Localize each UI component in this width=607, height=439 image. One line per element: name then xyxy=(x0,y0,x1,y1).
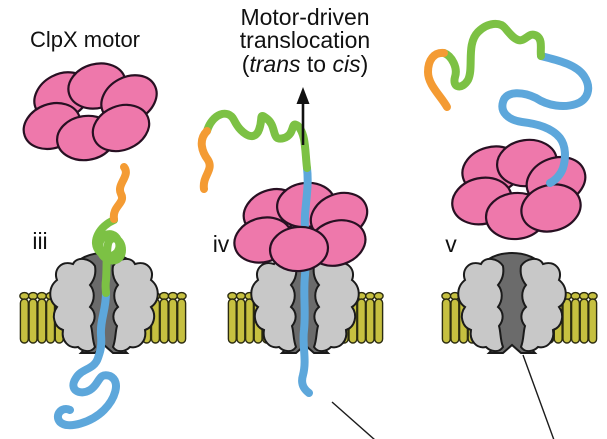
lipid-cylinder xyxy=(159,298,169,344)
clpx-motor-released xyxy=(451,138,587,241)
motor-subunit xyxy=(520,183,582,233)
substrate-blue-segment-iv xyxy=(298,164,313,397)
motor-subunit xyxy=(268,225,330,273)
clpx-motor-label: ClpX motor xyxy=(30,27,140,52)
lipid-cylinder xyxy=(588,298,598,344)
pointer-line-iv xyxy=(331,401,375,439)
title-to-word: to xyxy=(301,51,333,77)
stage-iii: iii xyxy=(32,163,157,430)
lipid-cylinder xyxy=(562,298,572,344)
substrate-blue-segment-iii xyxy=(53,289,120,430)
up-arrow-icon xyxy=(296,87,310,145)
lipid-cylinder xyxy=(236,298,246,344)
clpx-motor-free xyxy=(22,62,158,162)
lipid-cylinder xyxy=(441,298,451,344)
lipid-cylinder xyxy=(365,298,375,344)
lipid-cylinder xyxy=(356,298,367,344)
lipid-cylinder xyxy=(37,298,47,344)
substrate-blue-segment-v xyxy=(498,52,593,187)
title-line-1: Motor-driven xyxy=(240,4,369,30)
title-block: Motor-driven translocation (trans to cis… xyxy=(240,4,370,77)
title-paren-open: ( xyxy=(242,51,250,77)
stage-v-numeral: v xyxy=(445,231,457,257)
nanopore-v xyxy=(458,253,566,353)
title-paren-close: ) xyxy=(361,51,369,77)
substrate-green-coil-iii xyxy=(92,216,126,297)
substrate-orange-tail-iv xyxy=(197,127,214,193)
substrate-orange-tail-iii xyxy=(109,163,130,223)
stage-v: v xyxy=(424,19,593,439)
lipid-cylinder xyxy=(244,298,255,344)
substrate-orange-tail-v xyxy=(424,48,451,111)
lipid-cylinder xyxy=(579,298,589,344)
title-line-3: (trans to cis) xyxy=(242,51,369,77)
title-trans-word: trans xyxy=(249,51,301,77)
lipid-cylinder xyxy=(227,298,237,344)
substrate-green-segment-iv xyxy=(203,109,311,172)
motor-subunit xyxy=(91,103,151,153)
lipid-cylinder xyxy=(45,298,56,344)
pointer-line-v xyxy=(522,354,555,439)
lipid-cylinder xyxy=(176,298,187,344)
lipid-cylinder xyxy=(374,298,384,344)
lipid-cylinder xyxy=(19,298,29,344)
title-line-2: translocation xyxy=(240,27,370,53)
stage-iv-numeral: iv xyxy=(213,231,230,257)
lipid-cylinder xyxy=(28,298,38,344)
substrate-green-segment-v xyxy=(440,19,545,91)
title-cis-word: cis xyxy=(332,51,361,77)
lipid-cylinder xyxy=(570,298,581,344)
lipid-cylinder xyxy=(450,298,460,344)
lipid-cylinder xyxy=(168,298,178,344)
stage-iv: iv xyxy=(197,109,375,439)
stage-iii-numeral: iii xyxy=(32,228,47,254)
clpx-motor-front-subunit xyxy=(268,225,330,273)
